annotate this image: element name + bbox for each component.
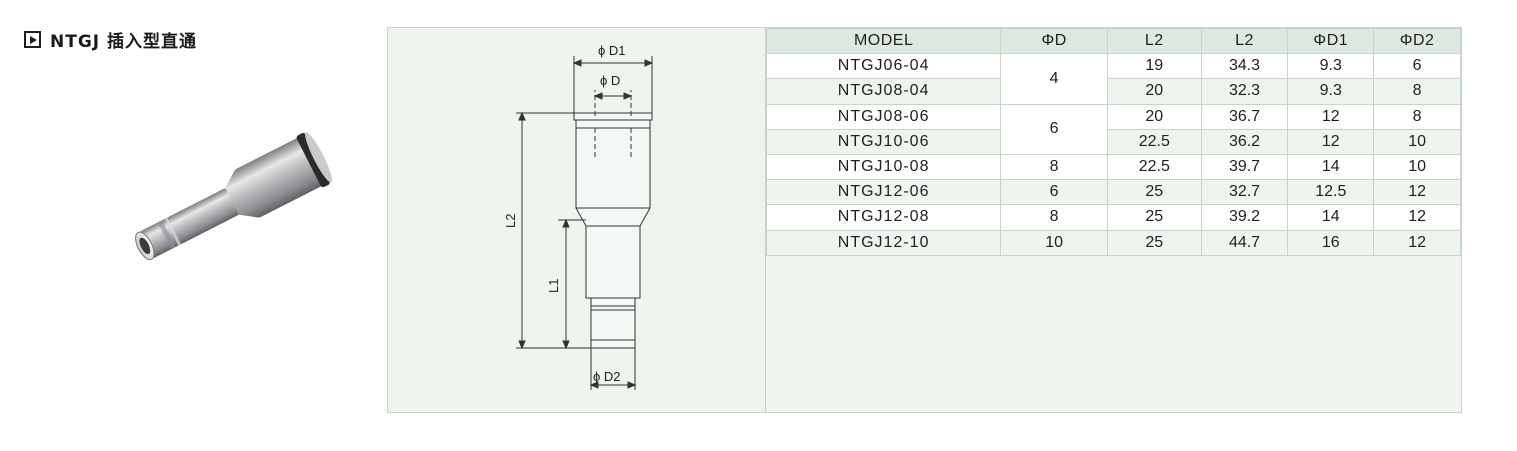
label-d2: ϕ D2 bbox=[593, 369, 621, 384]
label-d: ϕ D bbox=[600, 73, 620, 88]
product-photo bbox=[105, 120, 345, 290]
cell-l2-b: 44.7 bbox=[1200, 229, 1289, 256]
cell-l2-b: 34.3 bbox=[1200, 53, 1289, 80]
cell-d1: 9.3 bbox=[1287, 78, 1375, 105]
header-model: MODEL bbox=[765, 27, 1002, 55]
cell-d: 8 bbox=[1000, 204, 1108, 231]
cell-l2: 22.5 bbox=[1106, 128, 1202, 155]
cell-l2-b: 32.7 bbox=[1200, 179, 1289, 206]
cell-d1: 9.3 bbox=[1287, 53, 1375, 80]
table-row: NTGJ12-08 8 25 39.2 14 12 bbox=[765, 204, 1461, 231]
cell-d: 6 bbox=[1000, 103, 1108, 155]
cell-d2: 12 bbox=[1373, 229, 1461, 256]
header-d1: ΦD1 bbox=[1287, 27, 1375, 55]
table-row: NTGJ12-10 10 25 44.7 16 12 bbox=[765, 229, 1461, 256]
label-d1: ϕ D1 bbox=[598, 43, 626, 58]
table-header-row: MODEL ΦD L2 L2 ΦD1 ΦD2 bbox=[765, 27, 1461, 55]
cell-d1: 12 bbox=[1287, 103, 1375, 130]
cell-model: NTGJ08-06 bbox=[765, 103, 1002, 130]
cell-l2-b: 36.2 bbox=[1200, 128, 1289, 155]
cell-l2-b: 32.3 bbox=[1200, 78, 1289, 105]
cell-model: NTGJ06-04 bbox=[765, 53, 1002, 80]
cell-model: NTGJ10-08 bbox=[765, 153, 1002, 181]
cell-d2: 8 bbox=[1373, 103, 1461, 130]
cell-model: NTGJ12-08 bbox=[765, 204, 1002, 231]
cell-l2-b: 39.2 bbox=[1200, 204, 1289, 231]
section-title: NTGJ 插入型直通 bbox=[50, 32, 198, 52]
cell-l2: 25 bbox=[1106, 179, 1202, 206]
spec-table: MODEL ΦD L2 L2 ΦD1 ΦD2 NTGJ06-04 4 19 34… bbox=[765, 27, 1461, 256]
cell-l2: 19 bbox=[1106, 53, 1202, 80]
cell-d1: 14 bbox=[1287, 153, 1375, 181]
cell-d2: 8 bbox=[1373, 78, 1461, 105]
cell-d2: 6 bbox=[1373, 53, 1461, 80]
header-l2-a: L2 bbox=[1106, 27, 1202, 55]
header-d: ΦD bbox=[1000, 27, 1108, 55]
cell-model: NTGJ10-06 bbox=[765, 128, 1002, 155]
cell-l2: 20 bbox=[1106, 78, 1202, 105]
cell-model: NTGJ08-04 bbox=[765, 78, 1002, 105]
cell-d: 6 bbox=[1000, 179, 1108, 206]
cell-l2-b: 36.7 bbox=[1200, 103, 1289, 130]
play-square-icon bbox=[24, 31, 41, 48]
cell-l2: 22.5 bbox=[1106, 153, 1202, 181]
table-row: NTGJ06-04 4 19 34.3 9.3 6 bbox=[765, 53, 1461, 105]
table-row: NTGJ10-08 8 22.5 39.7 14 10 bbox=[765, 153, 1461, 181]
header-l2-b: L2 bbox=[1200, 27, 1289, 55]
cell-model: NTGJ12-06 bbox=[765, 179, 1002, 206]
cell-model: NTGJ12-10 bbox=[765, 229, 1002, 256]
spec-panel: ϕ D1 ϕ D L2 L1 ϕ D2 MODEL ΦD L2 L2 ΦD1 Φ… bbox=[387, 27, 1462, 413]
label-l1: L1 bbox=[546, 279, 561, 293]
section-header: NTGJ 插入型直通 bbox=[24, 27, 197, 52]
label-l2: L2 bbox=[503, 214, 518, 228]
table-row: NTGJ12-06 6 25 32.7 12.5 12 bbox=[765, 179, 1461, 206]
table-row: NTGJ08-04 20 32.3 9.3 8 bbox=[765, 78, 1461, 105]
cell-d2: 10 bbox=[1373, 153, 1461, 181]
table-row: NTGJ10-06 22.5 36.2 12 10 bbox=[765, 128, 1461, 155]
dimension-drawing: ϕ D1 ϕ D L2 L1 ϕ D2 bbox=[388, 28, 766, 412]
cell-d: 4 bbox=[1000, 53, 1108, 105]
header-d2: ΦD2 bbox=[1373, 27, 1461, 55]
cell-l2: 20 bbox=[1106, 103, 1202, 130]
cell-d1: 12 bbox=[1287, 128, 1375, 155]
cell-l2: 25 bbox=[1106, 229, 1202, 256]
cell-l2: 25 bbox=[1106, 204, 1202, 231]
cell-d1: 16 bbox=[1287, 229, 1375, 256]
cell-d: 8 bbox=[1000, 153, 1108, 181]
table-row: NTGJ08-06 6 20 36.7 12 8 bbox=[765, 103, 1461, 155]
cell-d1: 14 bbox=[1287, 204, 1375, 231]
cell-d2: 12 bbox=[1373, 179, 1461, 206]
cell-d1: 12.5 bbox=[1287, 179, 1375, 206]
cell-d2: 12 bbox=[1373, 204, 1461, 231]
cell-l2-b: 39.7 bbox=[1200, 153, 1289, 181]
cell-d2: 10 bbox=[1373, 128, 1461, 155]
cell-d: 10 bbox=[1000, 229, 1108, 256]
